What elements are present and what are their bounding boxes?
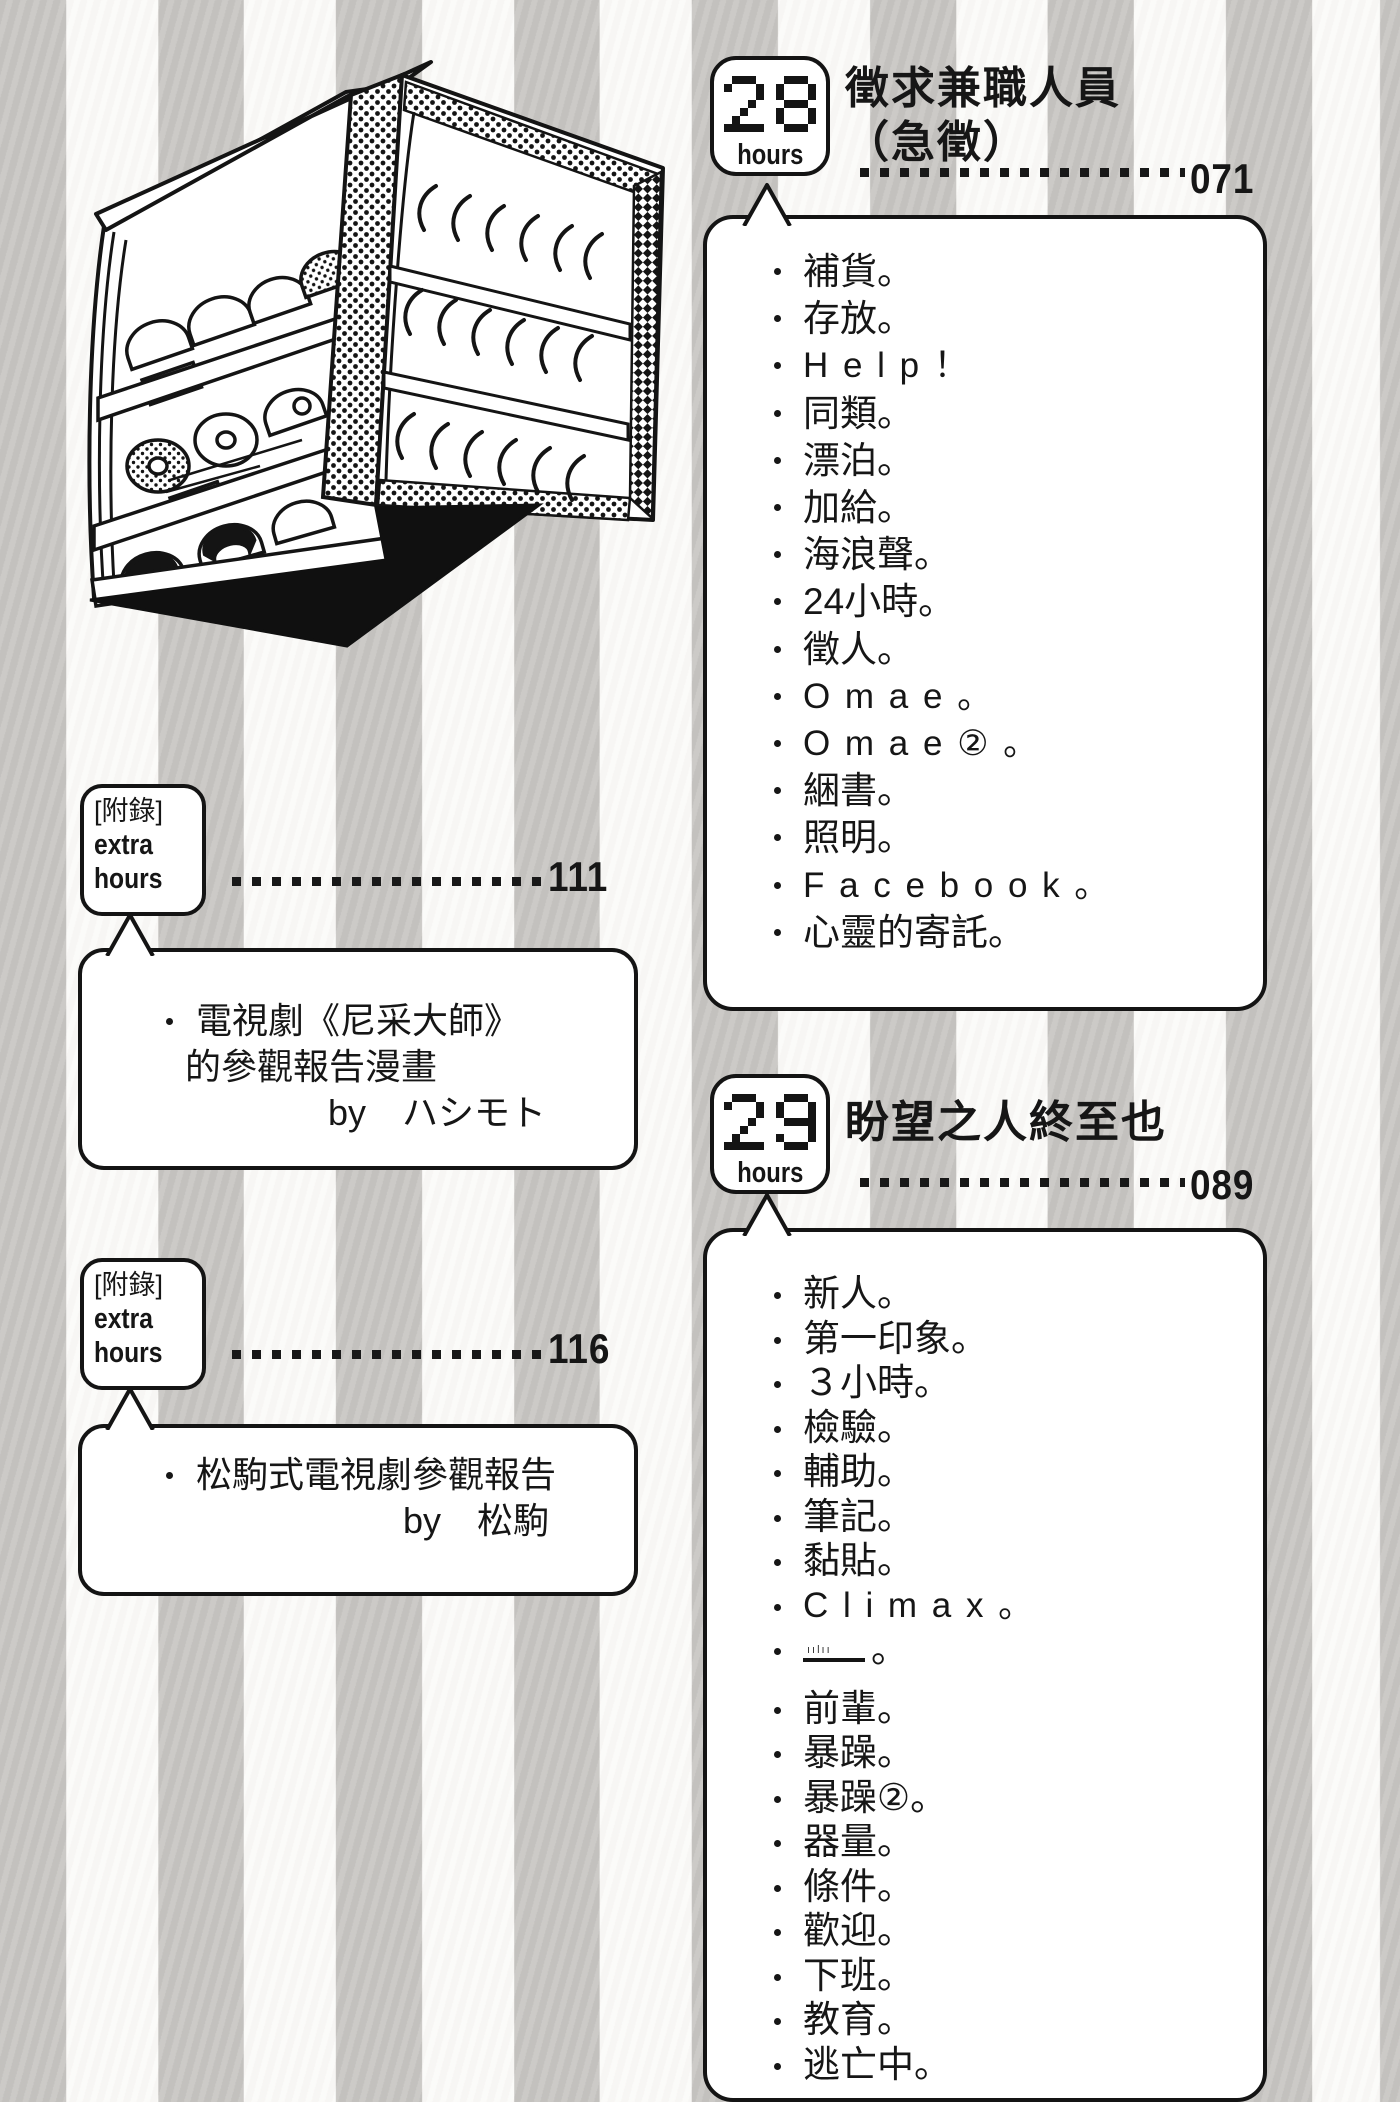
- toc-item: ıılıı。: [769, 1628, 1048, 1673]
- toc-item: 輔助。: [769, 1450, 1048, 1495]
- toc-item: Help！: [769, 342, 1124, 389]
- chapter-28-bubble-tail: [742, 183, 792, 226]
- toc-item: Omae②。: [769, 720, 1124, 767]
- toc-item: 加給。: [769, 484, 1124, 531]
- toc-item: 暴躁②。: [769, 1776, 1048, 1821]
- chapter-28-hours-label: hours: [736, 139, 804, 171]
- extra-1-bubble: [78, 948, 638, 1170]
- chapter-28-title: 徵求兼職人員 （急徵）: [845, 64, 1121, 167]
- chapter-29-page-number: 089: [1190, 1161, 1255, 1208]
- toc-item: 筆記。: [769, 1495, 1048, 1540]
- toc-item: 照明。: [769, 814, 1124, 861]
- toc-item: 黏貼。: [769, 1539, 1048, 1584]
- extra-1-badge: [附錄] extra hours: [80, 784, 206, 916]
- toc-item: 逃亡中。: [769, 2043, 1048, 2088]
- toc-item: Climax。: [769, 1584, 1048, 1629]
- chapter-29-bubble-tail: [742, 1193, 792, 1236]
- extra-2-bubble: [78, 1424, 638, 1596]
- toc-item: 綑書。: [769, 767, 1124, 814]
- toc-item: Facebook。: [769, 862, 1124, 909]
- toc-item: 第一印象。: [769, 1317, 1048, 1362]
- toc-item: 補貨。: [769, 248, 1124, 295]
- extra-2-badge: [附錄] extra hours: [80, 1258, 206, 1390]
- toc-item: 心靈的寄託。: [769, 909, 1124, 956]
- extra-1-lines: 電視劇《尼采大師》的參觀報告漫畫 by ハシモト: [158, 998, 546, 1136]
- toc-item: 歡迎。: [769, 1909, 1048, 1954]
- chapter-29-number: [724, 1094, 816, 1147]
- display-case-illustration: [87, 60, 665, 648]
- toc-item: 暴躁。: [769, 1731, 1048, 1776]
- extra-1-page-number: 111: [548, 853, 609, 900]
- extra-line: 電視劇《尼采大師》: [158, 998, 546, 1044]
- toc-item: 教育。: [769, 1998, 1048, 2043]
- toc-item: 下班。: [769, 1954, 1048, 1999]
- extra-line: 的參觀報告漫畫: [185, 1046, 438, 1087]
- chapter-29-title: 盼望之人終至也: [845, 1098, 1167, 1147]
- toc-item: 器量。: [769, 1820, 1048, 1865]
- extra-line: 松駒式電視劇參觀報告: [158, 1452, 556, 1498]
- chapter-29-leader-dots: [860, 1178, 1185, 1187]
- toc-item: Omae。: [769, 673, 1124, 720]
- censored-word: ıılıı: [803, 1632, 865, 1662]
- chapter-28-leader-dots: [860, 168, 1185, 177]
- chapter-28-page-number: 071: [1190, 155, 1255, 202]
- toc-item: 同類。: [769, 390, 1124, 437]
- extra-1-bubble-tail: [105, 913, 155, 956]
- toc-item: 存放。: [769, 295, 1124, 342]
- chapter-29-hours-label: hours: [736, 1157, 804, 1189]
- extra-2-bubble-tail: [105, 1387, 155, 1430]
- chapter-29-item-list: 新人。第一印象。３小時。檢驗。輔助。筆記。黏貼。Climax。ıılıı。前輩。…: [769, 1272, 1048, 2087]
- extra-line: by 松駒: [403, 1500, 550, 1541]
- toc-item: 新人。: [769, 1272, 1048, 1317]
- chapter-29-bubble: [703, 1228, 1267, 2102]
- chapter-29-badge: hours: [710, 1074, 830, 1194]
- chapter-28-bubble: [703, 215, 1267, 1011]
- toc-item: ３小時。: [769, 1361, 1048, 1406]
- toc-item: 海浪聲。: [769, 531, 1124, 578]
- toc-item: 前輩。: [769, 1687, 1048, 1732]
- toc-item: 24小時。: [769, 578, 1124, 625]
- toc-item: 徵人。: [769, 626, 1124, 673]
- toc-item: 漂泊。: [769, 437, 1124, 484]
- extra-1-leader-dots: [232, 877, 542, 886]
- toc-item: 檢驗。: [769, 1406, 1048, 1451]
- chapter-28-badge: hours: [710, 56, 830, 176]
- toc-item: 條件。: [769, 1865, 1048, 1910]
- chapter-28-number: [724, 76, 816, 129]
- extra-2-leader-dots: [232, 1350, 542, 1359]
- chapter-28-item-list: 補貨。存放。Help！同類。漂泊。加給。海浪聲。24小時。徵人。Omae。Oma…: [769, 248, 1124, 956]
- extra-2-page-number: 116: [548, 1325, 611, 1372]
- extra-line: by ハシモト: [328, 1092, 547, 1133]
